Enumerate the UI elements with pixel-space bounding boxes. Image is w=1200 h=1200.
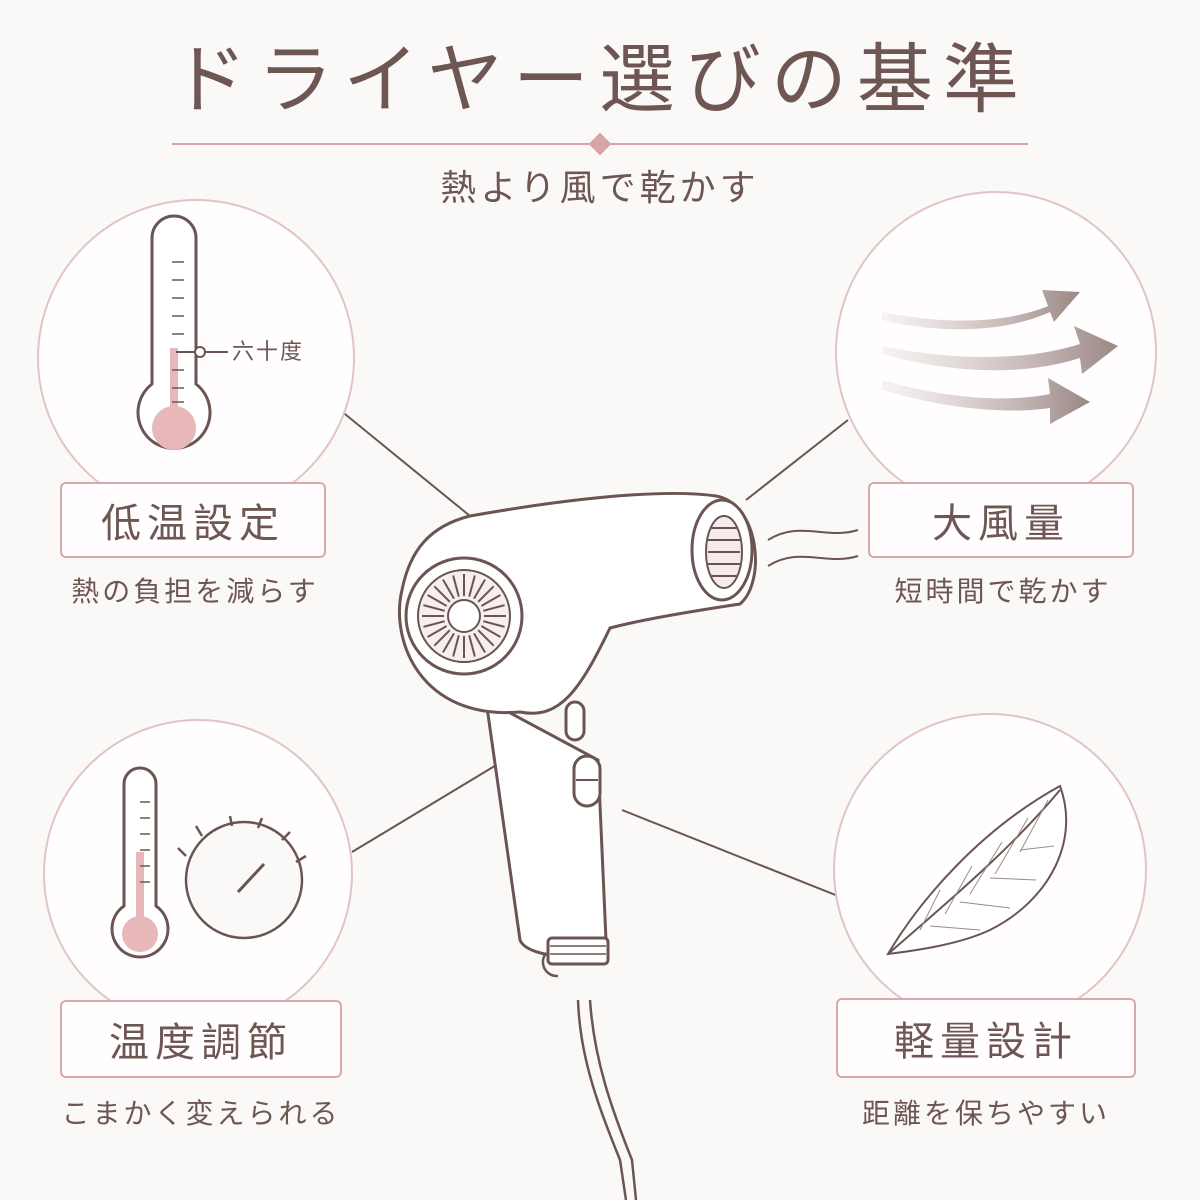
fan-spoke bbox=[473, 632, 486, 653]
label-temp-control: 温度調節 bbox=[60, 1000, 342, 1078]
temperature-dial-icon bbox=[110, 766, 307, 959]
fan-spoke bbox=[483, 620, 505, 628]
fan-spoke bbox=[477, 585, 495, 603]
connector-temp-control bbox=[351, 763, 499, 853]
page-title: ドライヤー選びの基準 bbox=[171, 35, 1029, 124]
connector-low-temp bbox=[339, 409, 471, 517]
fan-spoke bbox=[442, 579, 455, 600]
page-subtitle: 熱より風で乾かす bbox=[440, 168, 760, 209]
fan-spoke bbox=[452, 635, 460, 657]
thermometer-icon bbox=[136, 214, 228, 450]
fan-spoke bbox=[433, 629, 451, 647]
fan-spoke bbox=[423, 604, 445, 612]
hair-dryer-icon bbox=[398, 492, 757, 1200]
fan-spoke bbox=[452, 575, 460, 597]
fan-spoke bbox=[423, 620, 445, 628]
fan-spoke bbox=[480, 625, 501, 638]
feather-icon bbox=[886, 784, 1068, 956]
fan-spoke bbox=[480, 594, 501, 607]
wind-arrows-icon bbox=[882, 290, 1118, 424]
fan-spoke bbox=[468, 635, 476, 657]
title-divider bbox=[172, 132, 1028, 156]
thermometer-mark-label: 六十度 bbox=[232, 340, 305, 365]
fan-spoke bbox=[477, 629, 495, 647]
fan-spoke bbox=[442, 632, 455, 653]
caption-low-temp: 熱の負担を減らす bbox=[71, 575, 319, 608]
connector-lightweight bbox=[621, 809, 839, 897]
caption-airflow: 短時間で乾かす bbox=[894, 575, 1112, 608]
caption-lightweight: 距離を保ちやすい bbox=[861, 1097, 1110, 1130]
fan-spoke bbox=[427, 625, 448, 638]
caption-temp-control: こまかく変えられる bbox=[61, 1097, 341, 1130]
fan-spoke bbox=[427, 594, 448, 607]
connector-lines bbox=[339, 409, 849, 897]
fan-spoke bbox=[483, 604, 505, 612]
label-lightweight: 軽量設計 bbox=[836, 998, 1136, 1078]
airflow-lines bbox=[767, 529, 859, 567]
fan-spoke bbox=[433, 585, 451, 603]
fan-spoke bbox=[468, 575, 476, 597]
label-low-temp: 低温設定 bbox=[60, 482, 326, 558]
label-airflow: 大風量 bbox=[868, 482, 1134, 558]
connector-airflow bbox=[745, 419, 849, 501]
fan-spoke bbox=[473, 579, 486, 600]
